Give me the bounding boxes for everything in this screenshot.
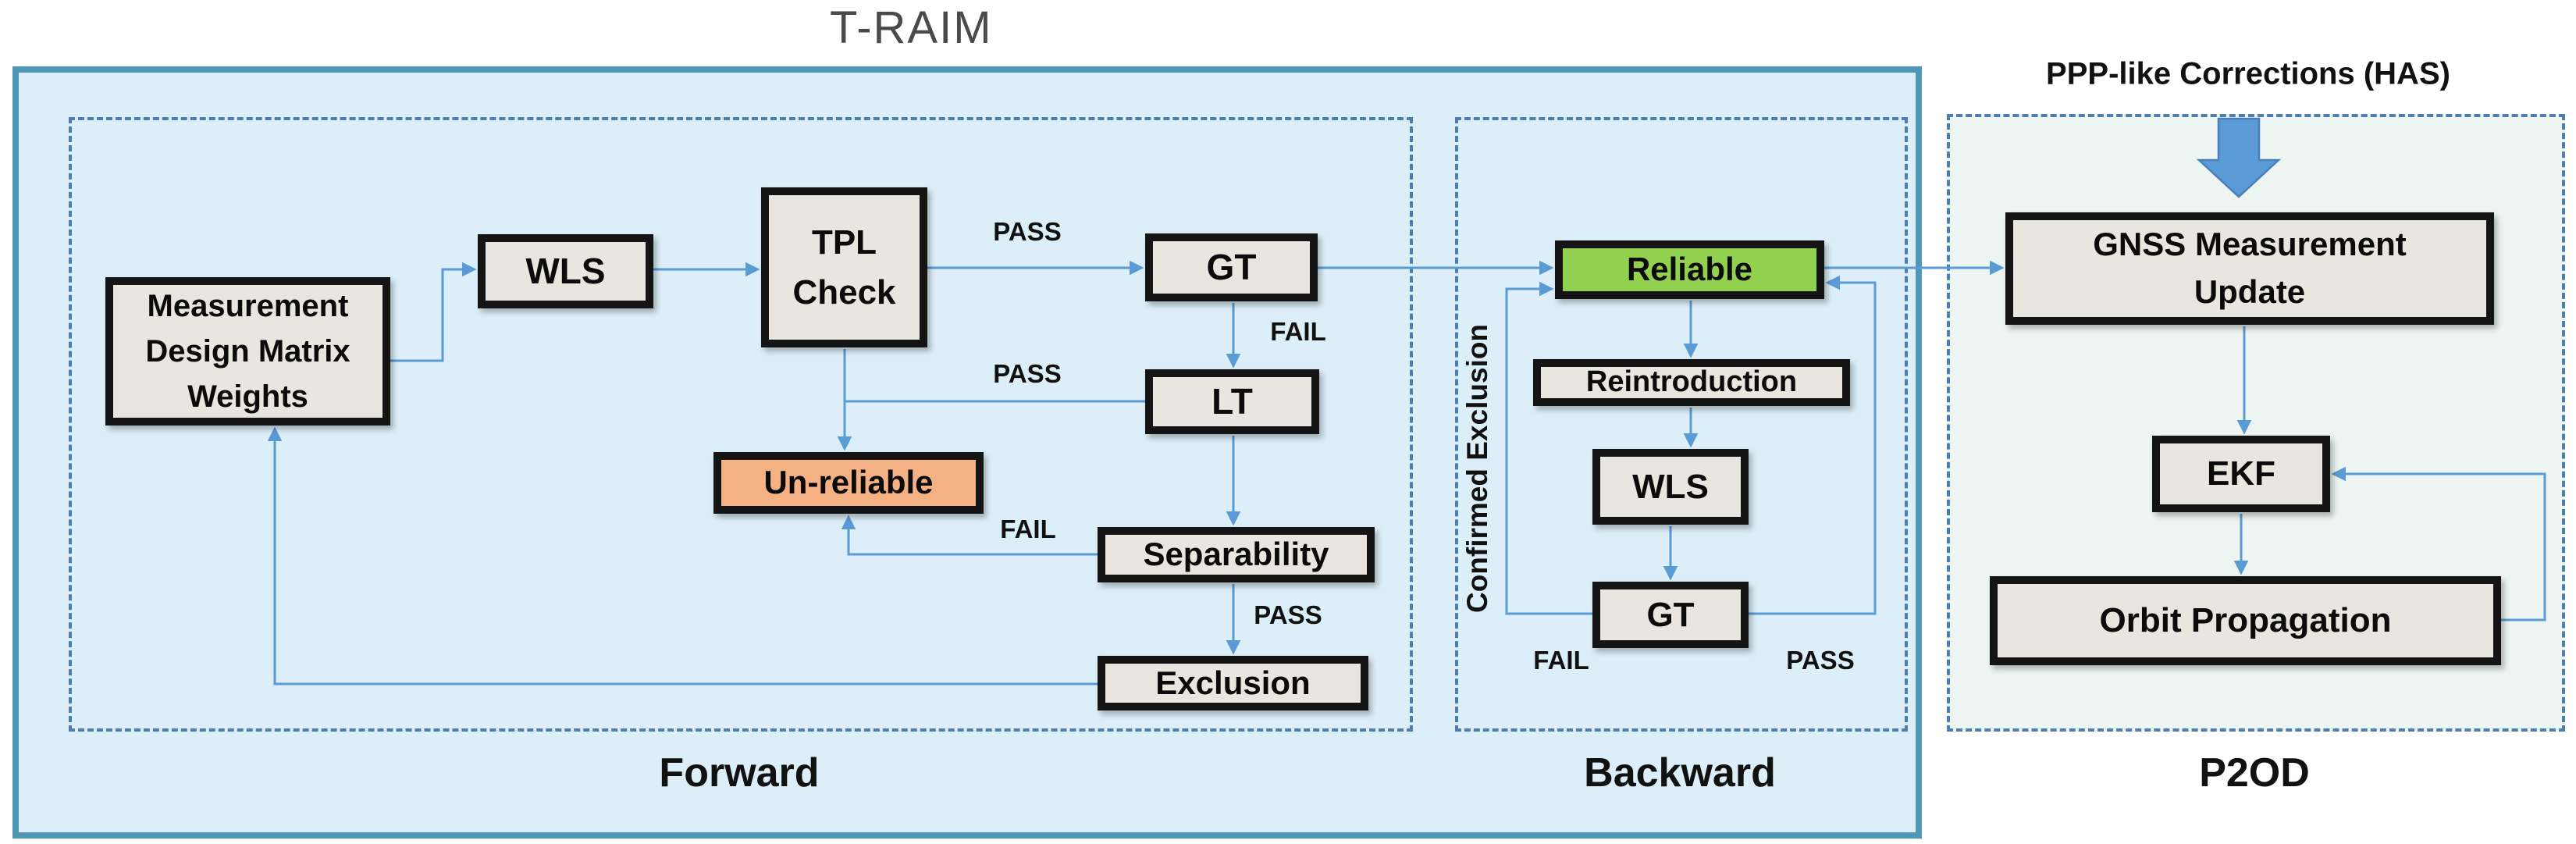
label-fail-gt-backward: FAIL: [1533, 646, 1589, 675]
label-pass-separability-exclusion: PASS: [1254, 600, 1322, 629]
p2od-section-label: P2OD: [2199, 750, 2310, 796]
node-gt-backward: GT: [1592, 582, 1749, 648]
confirmed-exclusion-label: Confirmed Exclusion: [1461, 323, 1493, 614]
label-pass-gt-backward: PASS: [1786, 646, 1855, 675]
node-gt-forward: GT: [1145, 233, 1318, 301]
backward-section-label: Backward: [1584, 750, 1776, 796]
node-gnss-measurement-update: GNSS Measurement Update: [2005, 212, 2494, 325]
backward-section-box: [1455, 117, 1908, 732]
node-exclusion: Exclusion: [1098, 656, 1368, 710]
node-ekf: EKF: [2152, 436, 2330, 512]
node-separability: Separability: [1098, 527, 1375, 582]
forward-section-label: Forward: [659, 750, 820, 796]
label-pass-tpl-gt: PASS: [993, 217, 1062, 246]
node-reintroduction: Reintroduction: [1533, 359, 1850, 406]
label-fail-gt-lt: FAIL: [1270, 317, 1326, 346]
node-reliable: Reliable: [1555, 240, 1824, 299]
label-pass-lt-unreliable: PASS: [993, 359, 1062, 388]
node-unreliable: Un-reliable: [713, 452, 984, 514]
node-tpl-check: TPL Check: [761, 187, 927, 347]
node-wls-forward: WLS: [478, 234, 653, 308]
label-fail-separability: FAIL: [1000, 515, 1056, 543]
node-lt: LT: [1145, 369, 1319, 434]
forward-section-box: [69, 117, 1413, 732]
page-title: T-RAIM: [830, 2, 993, 53]
node-measurement-design-matrix-weights: Measurement Design Matrix Weights: [105, 277, 390, 426]
ppp-corrections-label: PPP-like Corrections (HAS): [2046, 56, 2450, 91]
node-wls-backward: WLS: [1592, 449, 1749, 525]
node-orbit-propagation: Orbit Propagation: [1990, 576, 2501, 665]
